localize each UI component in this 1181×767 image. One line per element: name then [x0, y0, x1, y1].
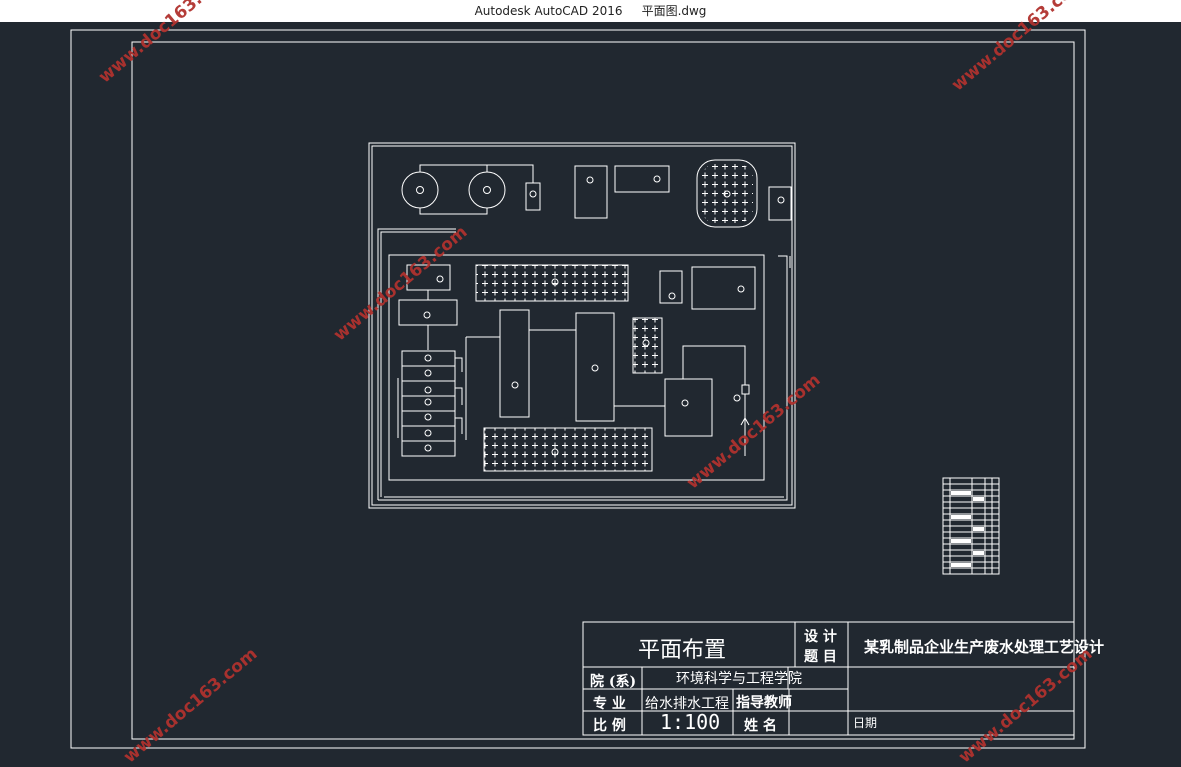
drawing-canvas[interactable] — [0, 22, 1181, 752]
design-topic: 某乳制品企业生产废水处理工艺设计 — [864, 638, 1105, 656]
scale: 1:100 — [660, 710, 721, 734]
sheet-inner-border — [131, 41, 1075, 740]
department-label: 院 (系) — [590, 674, 637, 690]
site-plan — [368, 142, 796, 509]
app-title: Autodesk AutoCAD 2016 — [474, 4, 623, 18]
name-label: 姓 名 — [744, 718, 777, 734]
title-block-grid — [582, 621, 1075, 736]
date-label: 日期 — [853, 716, 878, 730]
major-label: 专 业 — [593, 696, 626, 712]
scale-label: 比 例 — [593, 718, 626, 734]
major: 给水排水工程 — [645, 696, 729, 712]
department: 环境科学与工程学院 — [676, 671, 802, 687]
top-row-units — [401, 159, 792, 228]
drawing-title: 平面布置 — [638, 638, 727, 663]
legend-fill — [951, 491, 984, 567]
design-topic-label-1: 设 计 — [804, 629, 837, 645]
filter-battery — [397, 350, 463, 457]
design-topic-label-2: 题 目 — [804, 649, 837, 665]
sheet-outer-border — [70, 29, 1086, 749]
window-titlebar: Autodesk AutoCAD 2016 平面图.dwg — [0, 0, 1181, 22]
legend-table — [942, 477, 1000, 575]
advisor-label: 指导教师 — [736, 695, 792, 711]
treatment-units — [398, 264, 756, 472]
file-name: 平面图.dwg — [641, 4, 707, 18]
